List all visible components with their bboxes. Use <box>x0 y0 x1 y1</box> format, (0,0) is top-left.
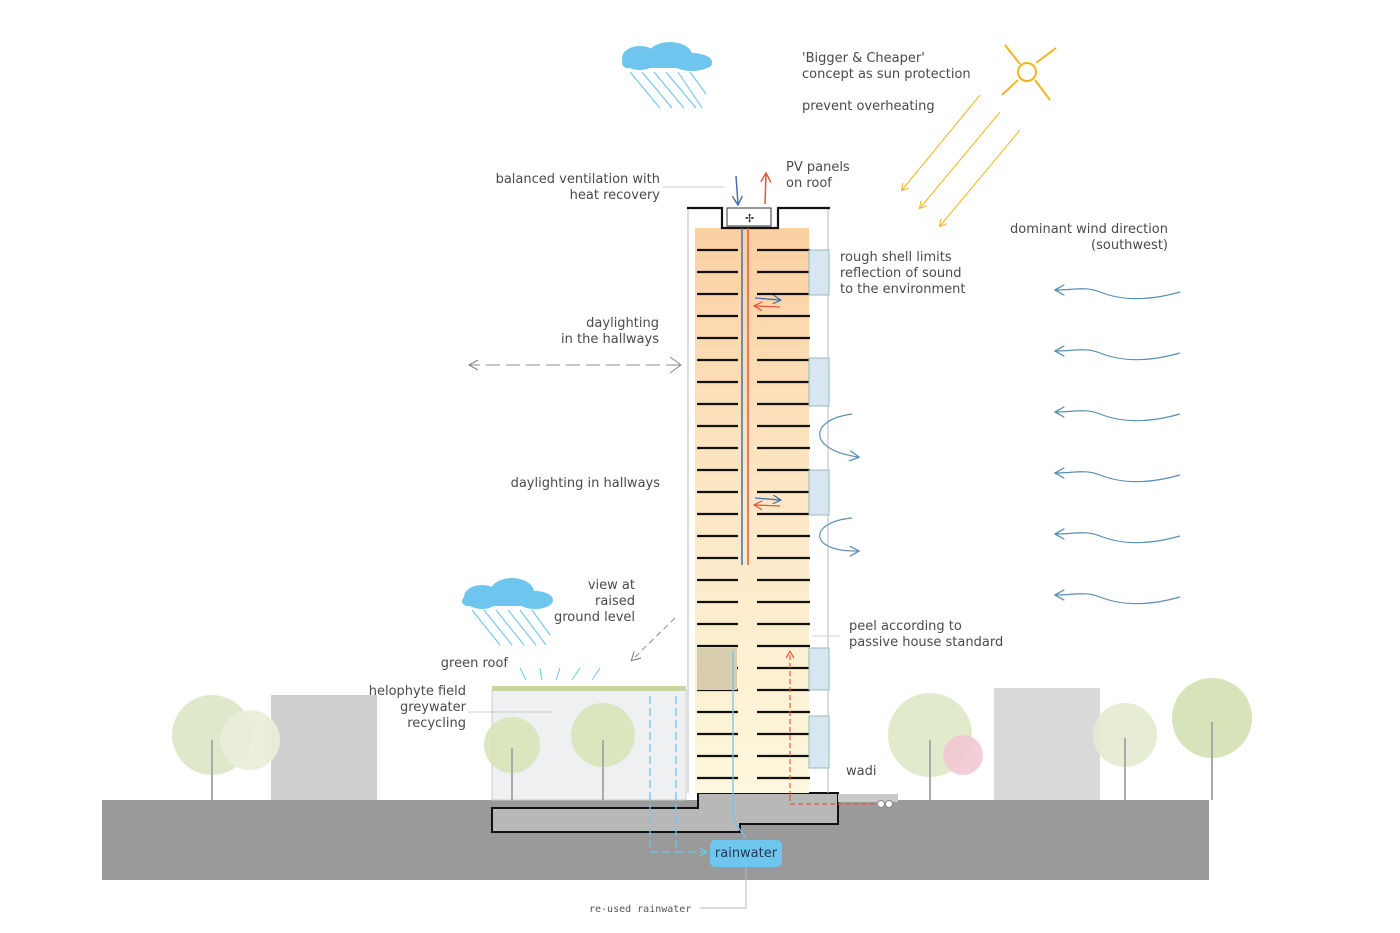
fan-icon: ✢ <box>745 212 754 225</box>
pump-2 <box>885 800 893 808</box>
wind-deflection-1 <box>819 413 858 457</box>
tower-core-fill <box>695 228 809 793</box>
sun-icon <box>1001 44 1057 101</box>
peel-panel-3 <box>808 469 830 516</box>
wind-arrows <box>1056 289 1181 605</box>
peel-panel-2 <box>808 357 830 407</box>
reused-rainwater-label: re-used rainwater <box>589 904 692 915</box>
daylight-view-arrow-head <box>669 356 682 374</box>
neighbour-building-right <box>994 688 1100 800</box>
tower-floors <box>687 206 830 780</box>
reuse-pipe-base <box>789 796 878 805</box>
raised-view-label: view at raised ground level <box>553 578 635 625</box>
rain-cloud-top-icon <box>622 42 712 109</box>
wind-direction-label: dominant wind direction (southwest) <box>1010 222 1168 253</box>
wind-arrow <box>1056 289 1181 300</box>
roof-slab <box>687 206 830 230</box>
rainwater-pipe-podium <box>649 696 676 853</box>
peel-panel-1 <box>808 249 830 296</box>
air-exchange-upper <box>754 298 780 300</box>
supply-arrow-roof <box>736 175 738 204</box>
extract-arrow-roof <box>765 174 766 205</box>
rainwater-tank: rainwater <box>710 840 782 867</box>
pump-1 <box>877 800 885 808</box>
wind-arrow <box>1056 411 1181 422</box>
ventilation-label: balanced ventilation with heat recovery <box>495 172 660 203</box>
green-roof-label: green roof <box>440 656 508 671</box>
air-exchange-upper-return <box>755 306 781 307</box>
overheating-label: prevent overheating <box>802 99 935 114</box>
peel-label: peel according to passive house standard <box>849 619 1004 650</box>
reuse-leader <box>700 867 747 909</box>
wind-deflection-2 <box>819 517 858 551</box>
daylight-mid-label: daylighting in hallways <box>510 476 660 491</box>
wind-arrow <box>1056 594 1181 605</box>
wadi-label: wadi <box>846 764 877 779</box>
raised-view-arrow <box>632 617 676 660</box>
rain-cloud-bottom-icon <box>462 578 601 681</box>
wind-arrow <box>1056 472 1181 483</box>
peel-panel-5 <box>808 715 830 769</box>
raised-ground-room <box>697 648 737 690</box>
trees <box>172 678 1252 800</box>
green-roof <box>492 686 686 691</box>
pv-panels-label: PV panels on roof <box>786 160 850 191</box>
daylight-top-label: daylighting in the hallways <box>561 316 659 347</box>
neighbour-building-left <box>271 695 377 800</box>
concept-label: 'Bigger & Cheaper' concept as sun protec… <box>802 51 971 82</box>
rainwater-pipe-tower <box>732 650 747 839</box>
wind-arrow <box>1056 350 1181 361</box>
sun-rays <box>902 94 1021 226</box>
wadi-swale <box>838 794 898 802</box>
basement <box>491 792 839 833</box>
tower-roof-plant <box>726 207 772 227</box>
air-exchange-lower-return <box>755 505 781 506</box>
rough-shell-label: rough shell limits reflection of sound t… <box>840 250 966 297</box>
air-exchange-lower <box>754 498 780 500</box>
wind-arrow <box>1056 533 1181 544</box>
peel-panel-4 <box>808 647 830 691</box>
helophyte-label: helophyte field greywater recycling <box>368 684 466 731</box>
